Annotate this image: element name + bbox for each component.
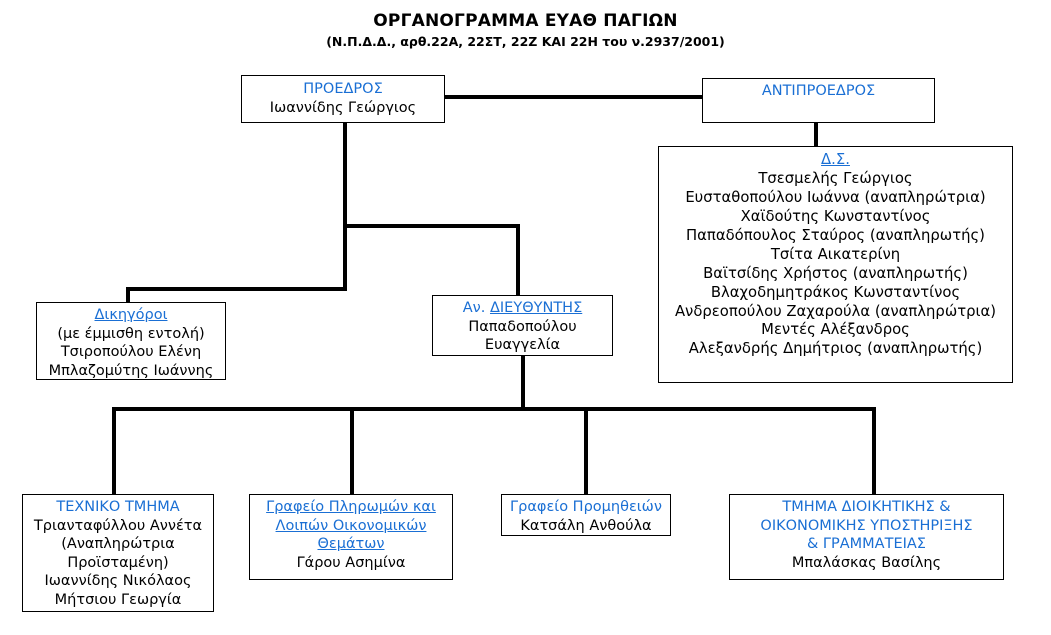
node-technical-department-line: Προϊσταμένη) — [67, 554, 169, 571]
node-payments-office-heading: Θεμάτων — [317, 536, 385, 553]
node-lawyers-line: (με έμμισθη εντολή) — [57, 325, 205, 342]
node-technical-department-heading: ΤΕΧΝΙΚΟ ΤΜΗΜΑ — [56, 499, 180, 515]
node-payments-office-name: Γάρου Ασημίνα — [296, 554, 406, 571]
page-subtitle: (Ν.Π.Δ.Δ., αρθ.22Α, 22ΣΤ, 22Ζ ΚΑΙ 22Η το… — [326, 34, 725, 49]
node-payments-office-heading: Λοιπών Οικονομικών — [275, 517, 427, 534]
node-payments-office[interactable]: Γραφείο Πληρωμών και Λοιπών Οικονομικών … — [249, 494, 453, 580]
node-deputy-director-name: Ευαγγελία — [484, 337, 561, 354]
node-admin-department-heading: ΟΙΚΟΝΟΜΙΚΗΣ ΥΠΟΣΤΗΡΙΞΗΣ — [760, 517, 973, 534]
node-board-member: Παπαδόπουλος Σταύρος (αναπληρωτής) — [686, 226, 985, 244]
node-procurement-office-name: Κατσάλη Ανθούλα — [520, 517, 652, 534]
node-president-name: Ιωαννίδης Γεώργιος — [269, 99, 417, 116]
node-lawyers[interactable]: Δικηγόροι (με έμμισθη εντολή) Τσιροπούλο… — [36, 302, 226, 380]
node-technical-department-line: Ιωαννίδης Νικόλαος — [44, 573, 192, 590]
node-vice-president[interactable]: ΑΝΤΙΠΡΟΕΔΡΟΣ — [702, 78, 935, 123]
connector-drop-technical — [112, 407, 116, 501]
connector-deputy-to-bus — [521, 355, 525, 411]
node-board-member: Αλεξανδρής Δημήτριος (αναπληρωτής) — [688, 340, 983, 358]
node-procurement-office[interactable]: Γραφείο Προμηθειών Κατσάλη Ανθούλα — [501, 494, 671, 536]
node-president[interactable]: ΠΡΟΕΔΡΟΣ Ιωαννίδης Γεώργιος — [241, 75, 445, 123]
node-deputy-director[interactable]: Αν. ΔΙΕΥΘΥΝΤΗΣ Παπαδοπούλου Ευαγγελία — [432, 295, 613, 356]
node-board[interactable]: Δ.Σ. Τσεσμελής Γεώργιος Ευσταθοπούλου Ιω… — [658, 146, 1013, 383]
connector-drop-admin — [872, 407, 876, 501]
node-board-member: Τσεσμελής Γεώργιος — [758, 169, 913, 187]
connector-lawyers-drop — [126, 287, 130, 304]
node-president-heading: ΠΡΟΕΔΡΟΣ — [303, 81, 383, 97]
node-board-member: Βαϊτσίδης Χρήστος (αναπληρωτής) — [703, 264, 968, 282]
connector-vicepresident-board — [814, 121, 818, 147]
node-deputy-director-heading: Αν. ΔΙΕΥΘΥΝΤΗΣ — [463, 299, 583, 318]
node-technical-department[interactable]: ΤΕΧΝΙΚΟ ΤΜΗΜΑ Τριανταφύλλου Αννέτα (Αναπ… — [22, 494, 214, 612]
node-payments-office-heading: Γραφείο Πληρωμών και — [266, 499, 436, 515]
node-procurement-office-heading: Γραφείο Προμηθειών — [510, 499, 662, 515]
node-board-heading: Δ.Σ. — [821, 151, 850, 168]
connector-trunk-lawyers-horizontal — [126, 287, 347, 291]
node-board-member: Βλαχοδημητράκος Κωνσταντίνος — [710, 283, 961, 301]
connector-president-vicepresident — [443, 95, 704, 99]
node-admin-department[interactable]: ΤΜΗΜΑ ΔΙΟΙΚΗΤΙΚΗΣ & ΟΙΚΟΝΟΜΙΚΗΣ ΥΠΟΣΤΗΡΙ… — [729, 494, 1004, 580]
node-board-member: Ευσταθοπούλου Ιωάννα (αναπληρώτρια) — [685, 188, 986, 206]
connector-drop-procurement — [584, 407, 588, 501]
node-technical-department-line: Μήτσιου Γεωργία — [54, 591, 182, 608]
node-lawyers-line: Τσιροπούλου Ελένη — [60, 344, 202, 361]
node-technical-department-line: Τριανταφύλλου Αννέτα — [33, 517, 203, 534]
page-title: ΟΡΓΑΝΟΓΡΑΜΜΑ ΕΥΑΘ ΠΑΓΙΩΝ — [373, 11, 678, 31]
node-board-member: Τσίτα Αικατερίνη — [770, 245, 901, 263]
node-admin-department-name: Μπαλάσκας Βασίλης — [791, 554, 942, 571]
connector-deputy-drop — [516, 224, 520, 297]
node-board-member: Ανδρεοπούλου Ζαχαρούλα (αναπληρώτρια) — [674, 302, 997, 320]
node-vice-president-heading: ΑΝΤΙΠΡΟΕΔΡΟΣ — [761, 83, 876, 99]
node-lawyers-line: Μπλαζομύτης Ιωάννης — [48, 362, 214, 379]
connector-drop-payments — [350, 407, 354, 501]
node-lawyers-heading: Δικηγόροι — [94, 307, 168, 323]
connector-trunk-deputy-horizontal — [343, 224, 520, 228]
node-technical-department-line: (Αναπληρώτρια — [61, 536, 175, 553]
connector-department-bus — [112, 407, 876, 411]
node-deputy-director-name: Παπαδοπούλου — [468, 318, 577, 335]
connector-president-trunk — [343, 119, 347, 291]
node-board-member: Μεντές Αλέξανδρος — [761, 321, 910, 339]
node-board-member: Χαϊδούτης Κωνσταντίνος — [740, 207, 931, 225]
node-admin-department-heading: ΤΜΗΜΑ ΔΙΟΙΚΗΤΙΚΗΣ & — [782, 499, 951, 515]
node-deputy-director-heading-text: Αν. ΔΙΕΥΘΥΝΤΗΣ — [462, 300, 583, 316]
node-admin-department-heading: & ΓΡΑΜΜΑΤΕΙΑΣ — [807, 536, 926, 553]
